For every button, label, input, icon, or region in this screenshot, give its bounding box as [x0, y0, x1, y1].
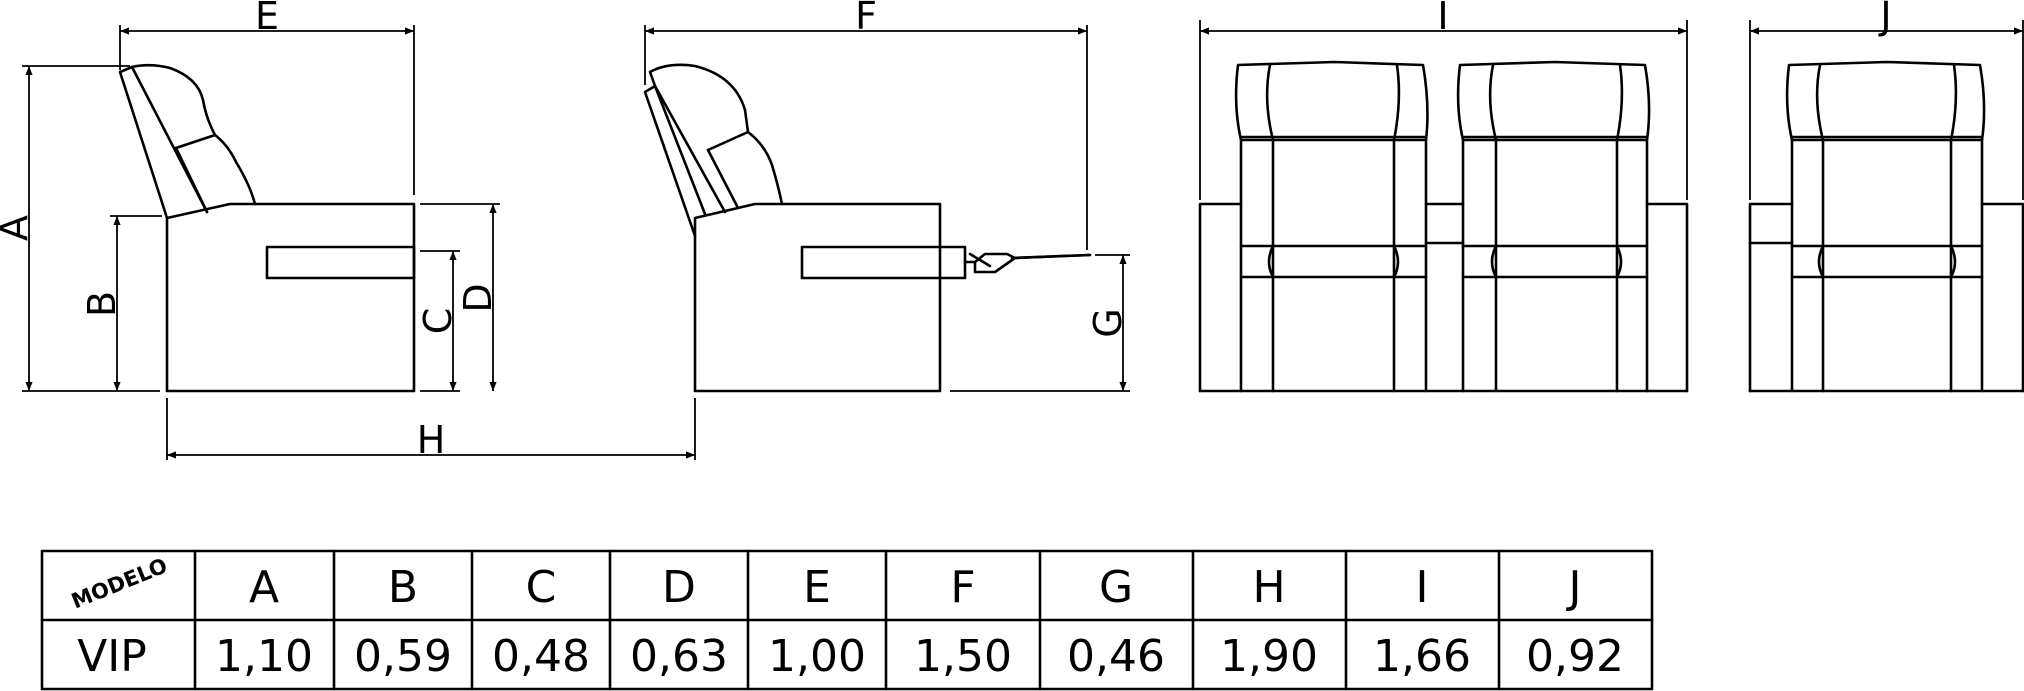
- header-b: B: [388, 562, 418, 613]
- value-d: 0,63: [630, 631, 728, 682]
- header-g: G: [1099, 562, 1133, 613]
- header-i: I: [1416, 562, 1429, 613]
- dimensions-table: MODELO A B C D E F G H I J VIP 1,10 0,59…: [40, 549, 1654, 691]
- value-c: 0,48: [492, 631, 590, 682]
- header-h: H: [1252, 562, 1285, 613]
- header-f: F: [950, 562, 975, 613]
- value-b: 0,59: [354, 631, 452, 682]
- dim-label-j: J: [1878, 0, 1891, 38]
- value-f: 1,50: [914, 631, 1012, 682]
- header-c: C: [526, 562, 557, 613]
- value-a: 1,10: [215, 631, 313, 682]
- side-view-reclined: [643, 63, 1092, 393]
- front-view-single: [1748, 60, 2024, 393]
- dim-label-i: I: [1437, 0, 1448, 38]
- dim-label-c: C: [416, 308, 460, 335]
- dim-label-g: G: [1086, 308, 1130, 337]
- side-view-upright: [118, 63, 416, 393]
- value-e: 1,00: [768, 631, 866, 682]
- header-j: J: [1566, 562, 1582, 613]
- dim-label-e: E: [255, 0, 279, 38]
- value-i: 1,66: [1373, 631, 1471, 682]
- table-corner-label: MODELO: [68, 553, 171, 613]
- value-g: 0,46: [1067, 631, 1165, 682]
- dim-label-b: B: [80, 291, 124, 317]
- dimension-lines: [22, 20, 2024, 460]
- row-model-name: VIP: [77, 631, 147, 682]
- value-h: 1,90: [1220, 631, 1318, 682]
- value-j: 0,92: [1526, 631, 1624, 682]
- dim-label-h: H: [417, 418, 446, 462]
- header-a: A: [249, 562, 279, 613]
- header-e: E: [803, 562, 831, 613]
- dim-label-d: D: [456, 283, 500, 312]
- dim-label-a: A: [0, 215, 36, 241]
- header-d: D: [662, 562, 696, 613]
- dim-label-f: F: [855, 0, 877, 38]
- front-view-double: [1198, 60, 1689, 393]
